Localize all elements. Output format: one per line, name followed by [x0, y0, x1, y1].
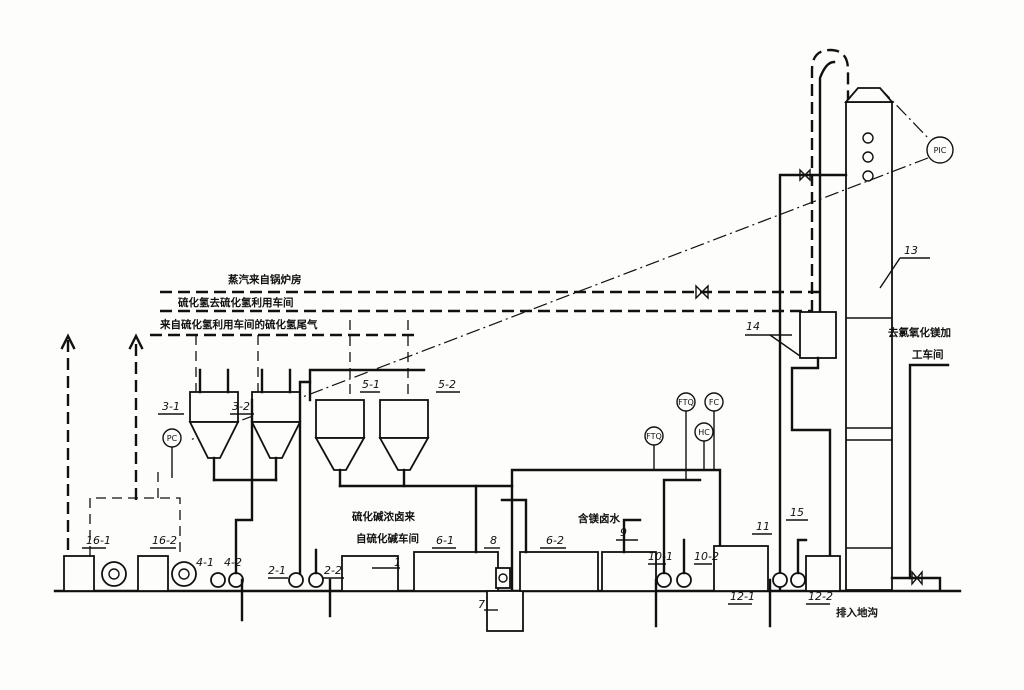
- tower-side-line: [778, 173, 848, 592]
- vent-arrow-left-2: [128, 333, 144, 350]
- pc-label: PC: [167, 434, 178, 443]
- dashdot-tower-pic: [879, 87, 931, 141]
- dashdot-signal-line: [189, 157, 929, 441]
- tail-gas-label: 来自硫化氢利用车间的硫化氢尾气: [159, 318, 318, 331]
- equipment-label-2-2: 2-2: [324, 564, 342, 577]
- tower-overhead-solid: [818, 60, 836, 342]
- naoh-source-label-2: 自硫化碱车间: [356, 532, 419, 545]
- ftq-instrument-1: FTQ: [676, 392, 696, 412]
- equipment-label-7: 7: [478, 598, 485, 611]
- equipment-label-5-2: 5-2: [438, 378, 456, 391]
- fc-instrument: FC: [704, 392, 724, 412]
- equipment-label-5-1: 5-1: [362, 378, 380, 391]
- equipment-label-9: 9: [620, 526, 627, 539]
- hc-label: HC: [698, 428, 710, 437]
- valve-outlet-1: [911, 570, 923, 586]
- valve-steam: [695, 284, 709, 300]
- equipment-label-13: 13: [904, 244, 918, 257]
- pump-2-1: [288, 572, 304, 588]
- equipment-label-3-1: 3-1: [162, 400, 180, 413]
- instrument-taps: [653, 411, 715, 480]
- pump-10-2: [676, 572, 692, 588]
- pit-7: [486, 590, 524, 632]
- outlet-line-to-mgcl: [890, 576, 942, 592]
- pump-16-1: [101, 561, 127, 587]
- tank-6-1: [413, 551, 499, 592]
- h2s-outlet-label: 硫化氢去硫化氢利用车间: [178, 296, 294, 309]
- tank-9: [601, 551, 657, 592]
- outlet-riser: [908, 363, 950, 580]
- equipment-label-4-1: 4-1: [196, 556, 214, 569]
- vessel-15: [805, 555, 841, 592]
- label-leaders: [82, 257, 930, 611]
- tank-6-2: [519, 551, 599, 592]
- steam-label: 蒸汽来自锅炉房: [228, 273, 302, 286]
- naoh-source-label-1: 硫化碱浓卤来: [352, 510, 415, 523]
- hc-instrument: HC: [694, 422, 714, 442]
- pic-label: PIC: [934, 146, 947, 155]
- tank-3-1: [188, 391, 240, 482]
- equipment-label-12-2: 12-2: [808, 590, 833, 603]
- line-pump-2: [298, 380, 332, 618]
- dash-feed-3: [195, 335, 259, 392]
- tank-1: [341, 555, 399, 592]
- mg-brine-label: 含镁卤水: [578, 512, 620, 525]
- tank-16-1: [63, 555, 95, 592]
- vent-arrow-left-1: [60, 333, 76, 350]
- pump-10-1: [656, 572, 672, 588]
- equipment-label-16-2: 16-2: [152, 534, 177, 547]
- equipment-label-16-1: 16-1: [86, 534, 111, 547]
- drain-label: 排入地沟: [836, 606, 878, 619]
- tank-11: [713, 545, 769, 592]
- pump-12-2: [790, 572, 806, 588]
- tower-overhead-dashed: [810, 48, 850, 330]
- line-pump-4: [234, 398, 254, 622]
- equipment-label-8: 8: [490, 534, 497, 547]
- top-line-5: [308, 368, 426, 402]
- pump-12-1: [772, 572, 788, 588]
- pc-instrument: PC: [162, 428, 182, 478]
- valve-tower-top: [799, 168, 811, 182]
- tank-16-2: [137, 555, 169, 592]
- dash-pump-16: [89, 470, 181, 556]
- equipment-label-15: 15: [790, 506, 804, 519]
- equipment-label-4-2: 4-2: [224, 556, 242, 569]
- equipment-label-11: 11: [756, 520, 770, 533]
- equipment-label-3-2: 3-2: [232, 400, 250, 413]
- feed-lines-3: [198, 368, 292, 394]
- equipment-label-6-1: 6-1: [436, 534, 454, 547]
- vessel-14: [790, 311, 837, 592]
- equipment-label-12-1: 12-1: [730, 590, 755, 603]
- to-mgcl-label-2: 工车间: [912, 348, 944, 361]
- top-connector: [510, 468, 722, 592]
- ftq-2-label: FTQ: [646, 432, 662, 441]
- equipment-label-2-1: 2-1: [268, 564, 286, 577]
- absorption-tower-13: [844, 87, 894, 591]
- equipment-label-1: 1: [394, 556, 401, 569]
- line-pump-12: [768, 538, 808, 628]
- equipment-label-6-2: 6-2: [546, 534, 564, 547]
- tank-5-2: [378, 399, 430, 488]
- dash-feed-5: [349, 320, 409, 400]
- pump-8: [495, 567, 511, 589]
- pump-4-1: [210, 572, 226, 588]
- ftq-instrument-2: FTQ: [644, 426, 664, 446]
- ftq-1-label: FTQ: [678, 398, 694, 407]
- line-6-2: [500, 498, 528, 554]
- equipment-label-10-2: 10-2: [694, 550, 719, 563]
- equipment-label-14: 14: [746, 320, 760, 333]
- fc-label: FC: [709, 398, 720, 407]
- tank-3-2: [250, 391, 302, 482]
- tank-5-1: [314, 399, 366, 488]
- pump-16-2: [171, 561, 197, 587]
- equipment-label-10-1: 10-1: [648, 550, 673, 563]
- to-mgcl-label: 去氯氧化镁加: [888, 326, 951, 339]
- pic-instrument: PIC: [926, 136, 954, 164]
- leader-14-tail: [769, 334, 801, 357]
- line-brine: [622, 518, 642, 554]
- pump-2-2: [308, 572, 324, 588]
- line-pump-10: [654, 478, 702, 628]
